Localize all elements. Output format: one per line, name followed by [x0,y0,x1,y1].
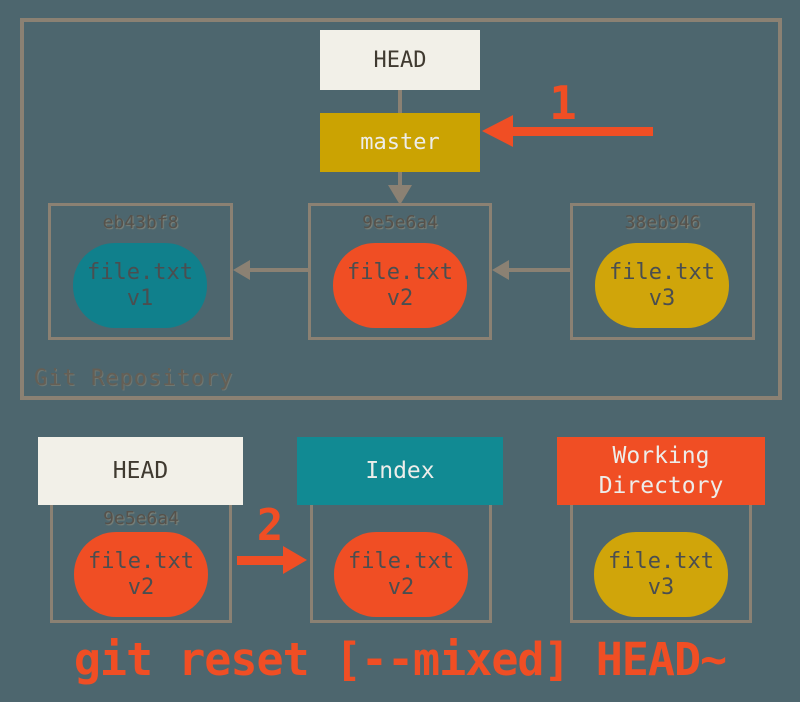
file-version: v1 [126,285,154,311]
workdir-area-title: Working Directory [598,443,724,499]
step-2-label: 2 [256,500,284,551]
master-to-commit-line [398,172,402,187]
commit3-to-commit2-arrowhead-icon [492,260,509,280]
workdir-area-header: Working Directory [557,437,765,505]
file-version: v2 [387,574,415,600]
head-area-title: HEAD [112,458,169,484]
file-version: v2 [127,574,155,600]
file-blob-v1: file.txt v1 [73,243,207,328]
workdir-area-box: file.txt v3 [570,505,752,623]
step-1-arrow-shaft [510,127,653,136]
file-blob-v3: file.txt v3 [595,243,729,328]
index-file-blob: file.txt v2 [334,532,468,617]
commit-id-label: 9e5e6a4 [362,212,438,233]
file-name: file.txt [88,548,194,574]
git-repository-label: Git Repository [34,366,234,391]
git-repository-box [20,18,782,400]
file-blob-v2: file.txt v2 [333,243,467,328]
step-1-arrowhead-icon [482,115,513,147]
commit2-to-commit1-line [249,268,308,272]
commit3-to-commit2-line [508,268,570,272]
step-2-arrowhead-icon [283,546,307,574]
step-1-label: 1 [549,76,577,130]
commit-id-label: eb43bf8 [102,212,179,233]
head-ref-label: HEAD [373,47,427,73]
head-area-box: 9e5e6a4 file.txt v2 [50,505,232,623]
commit-id-label: 38eb946 [624,212,701,233]
file-version: v2 [386,285,414,311]
workdir-file-blob: file.txt v3 [594,532,728,617]
master-branch-box: master [320,113,480,172]
master-branch-label: master [360,130,440,155]
head-ref-box: HEAD [320,30,480,90]
index-area-box: file.txt v2 [310,505,492,623]
index-area-header: Index [297,437,503,505]
step-2-arrow-shaft [237,556,287,565]
commit2-to-commit1-arrowhead-icon [233,260,250,280]
commit-box-eb43bf8: eb43bf8 file.txt v1 [48,203,233,340]
head-area-header: HEAD [38,437,243,505]
file-name: file.txt [347,259,453,285]
master-to-commit-arrowhead-icon [388,185,412,205]
head-to-master-line [398,90,402,113]
file-name: file.txt [608,548,714,574]
file-name: file.txt [348,548,454,574]
commit-box-38eb946: 38eb946 file.txt v3 [570,203,755,340]
file-name: file.txt [87,259,193,285]
head-commit-id-label: 9e5e6a4 [103,508,179,529]
file-name: file.txt [609,259,715,285]
commit-box-9e5e6a4: 9e5e6a4 file.txt v2 [308,203,492,340]
git-command-caption: git reset [--mixed] HEAD~ [73,633,727,686]
index-area-title: Index [365,458,435,484]
file-version: v3 [648,285,676,311]
file-version: v3 [647,574,675,600]
head-file-blob: file.txt v2 [74,532,208,617]
